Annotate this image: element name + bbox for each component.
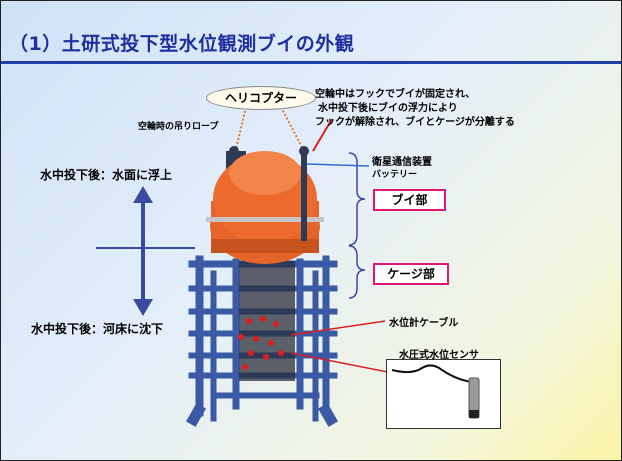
hook-note-line3: フックが解除され、ブイとケージが分離する <box>315 117 515 128</box>
hook-note-line2: 水中投下後にブイの浮力により <box>318 103 458 114</box>
satellite-label: 衛星通信装置 <box>372 157 432 168</box>
sensor-image <box>391 364 480 419</box>
slide-title: （1）土研式投下型水位観測ブイの外観 <box>9 33 355 55</box>
sensor-label: 水圧式水位センサ <box>399 350 479 361</box>
buoy-body <box>206 146 324 264</box>
buoy-part-box: ブイ部 <box>373 189 446 211</box>
after-drop-surface-label: 水中投下後：水面に浮上 <box>40 168 173 182</box>
hook-pointer <box>312 118 333 152</box>
rope-right <box>280 106 306 154</box>
helicopter-label: ヘリコプター <box>206 86 316 110</box>
after-drop-riverbed-label: 水中投下後：河床に沈下 <box>31 322 164 336</box>
sensor-photo <box>386 359 501 429</box>
vertical-double-arrow <box>96 186 195 316</box>
buoy-bracket <box>348 152 366 246</box>
battery-label: バッテリー <box>372 170 418 180</box>
cable-label: 水位計ケーブル <box>389 318 459 329</box>
hanging-rope-label: 空輪時の吊りロープ <box>138 122 219 132</box>
cage-bracket <box>348 245 366 299</box>
rope-left <box>234 106 247 154</box>
cable-dots <box>238 316 284 370</box>
cable-pointer <box>290 320 386 336</box>
cage-part-box: ケージ部 <box>373 263 449 285</box>
hook-note-line1: 空輪中はフックでブイが固定され、 <box>315 89 476 100</box>
title-underline <box>1 61 621 64</box>
satellite-pointer <box>306 163 370 167</box>
sensor-pointer <box>290 352 394 374</box>
